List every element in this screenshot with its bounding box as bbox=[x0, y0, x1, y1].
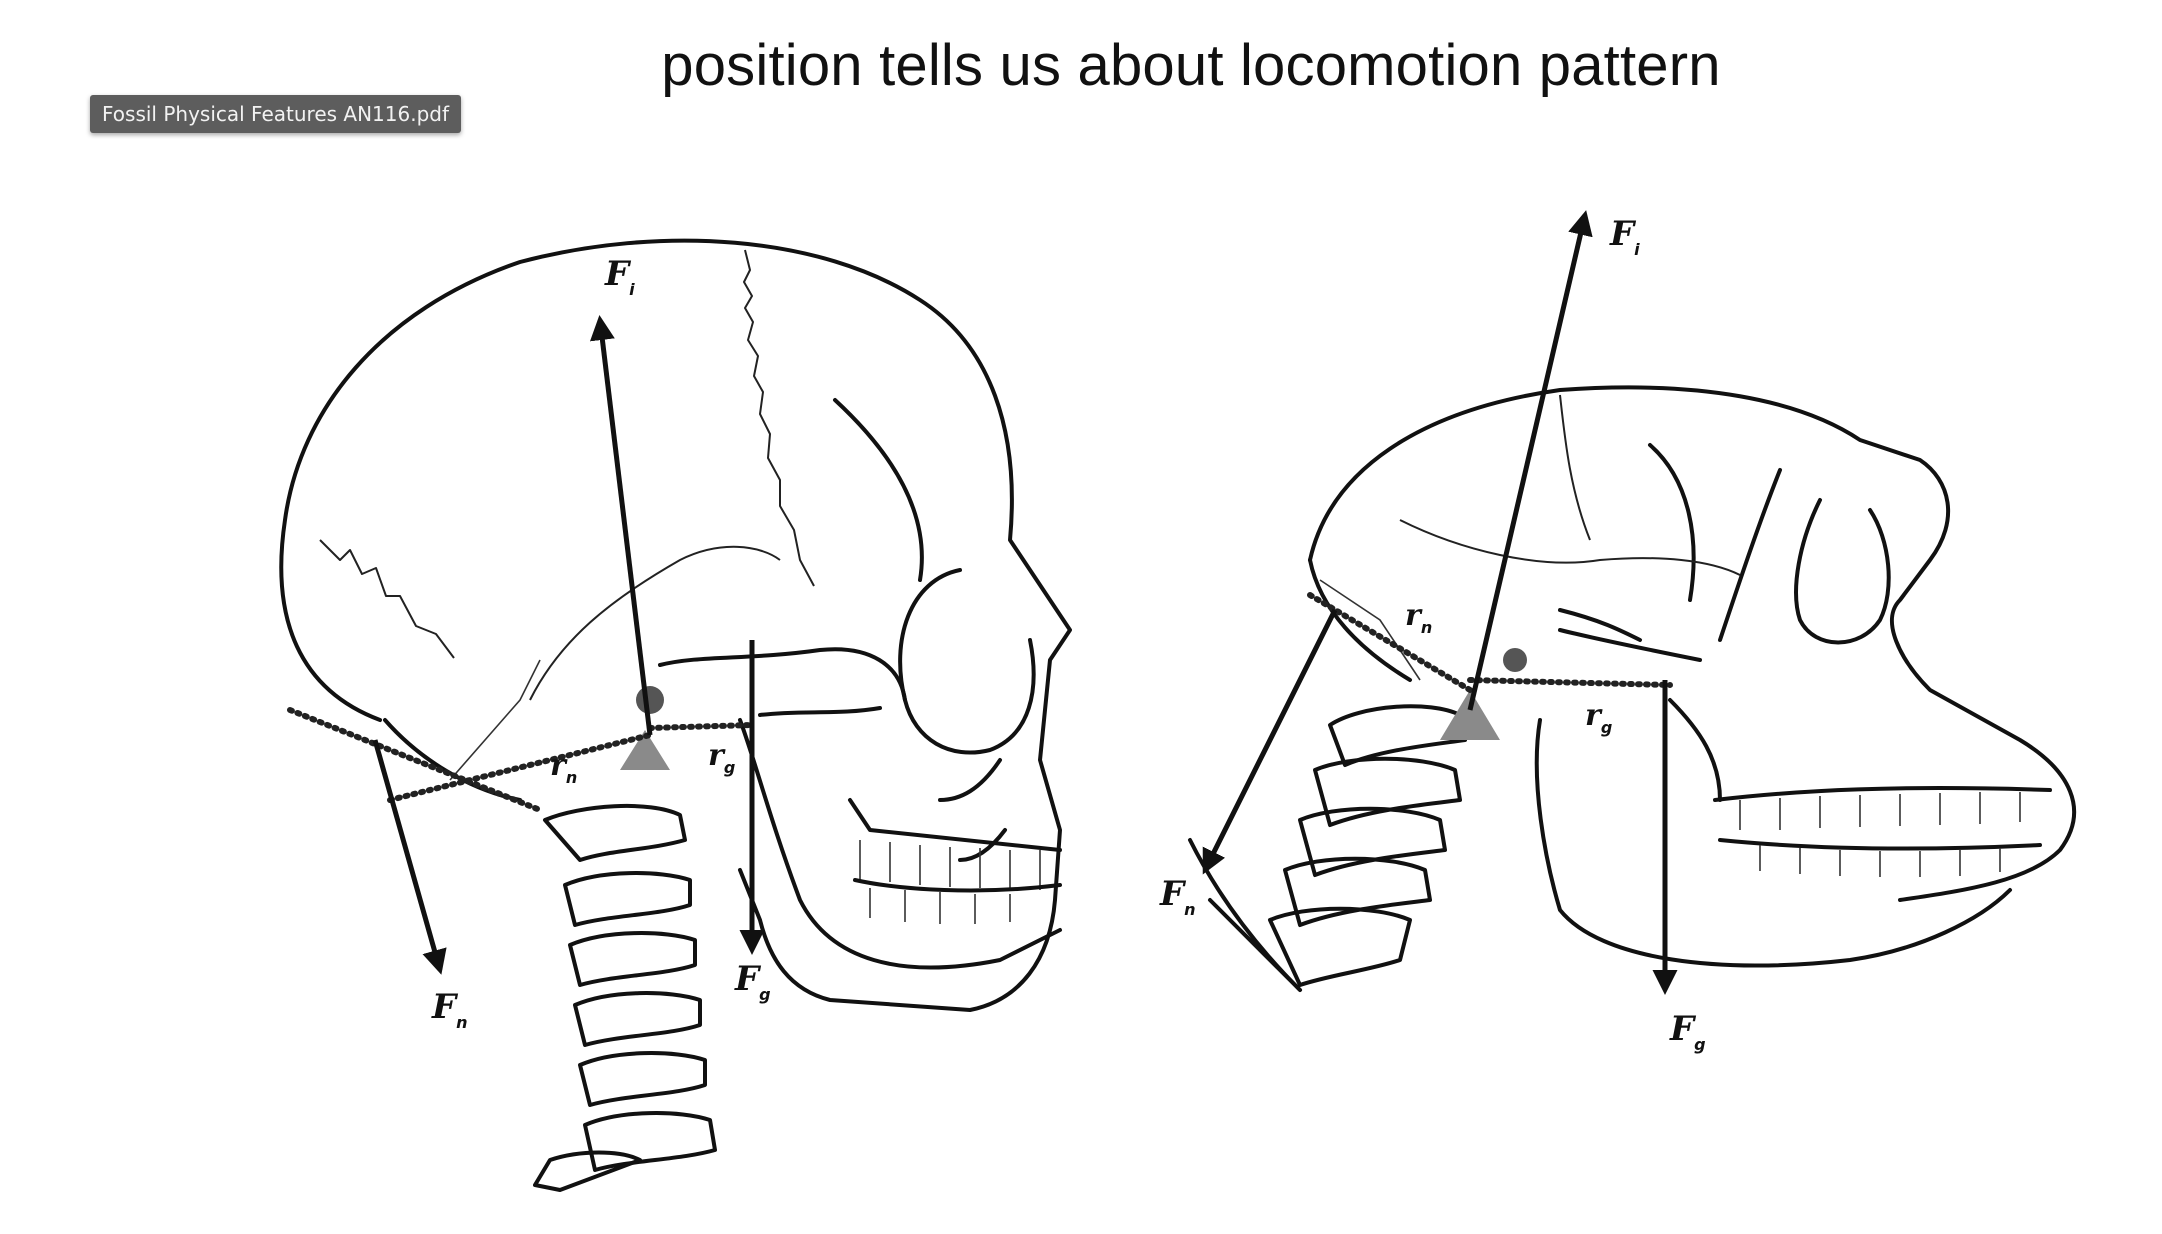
human-lambdoid-suture bbox=[319, 539, 455, 659]
human-force-fi-arrow bbox=[589, 315, 653, 736]
human-teeth bbox=[853, 840, 1062, 924]
human-coronal-suture bbox=[743, 249, 815, 587]
chimp-lever-arm-rn bbox=[1307, 592, 1473, 693]
human-cervical-vertebrae bbox=[533, 803, 717, 1192]
chimp-skull: Fi Fn Fg rn rg bbox=[1159, 210, 2077, 1054]
human-squamosal-suture bbox=[529, 545, 781, 701]
human-orbit bbox=[898, 568, 1036, 755]
human-label-rn: rn bbox=[550, 748, 577, 787]
chimp-mandible bbox=[1534, 718, 2012, 968]
human-lever-arm-rn bbox=[387, 732, 653, 803]
chimp-force-fi-arrow bbox=[1467, 210, 1593, 711]
human-mandible bbox=[738, 718, 1062, 970]
file-name-tooltip: Fossil Physical Features AN116.pdf bbox=[90, 95, 462, 133]
human-fulcrum-triangle bbox=[620, 730, 670, 770]
slide-title: position tells us about locomotion patte… bbox=[661, 33, 1721, 98]
human-label-fi: Fi bbox=[604, 254, 635, 299]
chimp-cervical-vertebrae bbox=[1188, 704, 1467, 992]
chimp-label-fg: Fg bbox=[1669, 1009, 1706, 1054]
human-zygomatic-arch bbox=[658, 647, 907, 702]
human-skull: Fi Fn Fg rn rg bbox=[279, 238, 1072, 1192]
human-cranium-outline bbox=[279, 238, 1072, 1012]
chimp-lever-arm-rg bbox=[1467, 677, 1673, 688]
human-temporal-line bbox=[833, 398, 924, 582]
chimp-occipital-condyle bbox=[1503, 648, 1527, 672]
human-label-fn: Fn bbox=[431, 987, 468, 1032]
chimp-fulcrum-triangle bbox=[1440, 690, 1500, 740]
human-occipital-condyle bbox=[636, 686, 664, 714]
human-force-fn-arrow bbox=[372, 739, 447, 975]
chimp-teeth bbox=[1713, 786, 2052, 877]
chimp-label-fi: Fi bbox=[1609, 214, 1640, 259]
chimp-cranium-outline bbox=[1308, 385, 2077, 902]
chimp-force-fn-arrow bbox=[1202, 608, 1338, 875]
human-label-rg: rg bbox=[708, 738, 735, 777]
human-label-fg: Fg bbox=[734, 959, 771, 1004]
chimp-label-rn: rn bbox=[1405, 598, 1432, 637]
chimp-orbit bbox=[1794, 498, 1891, 645]
chimp-label-fn: Fn bbox=[1159, 874, 1196, 919]
human-lever-arm-rg bbox=[647, 722, 755, 731]
chimp-label-rg: rg bbox=[1585, 698, 1612, 737]
